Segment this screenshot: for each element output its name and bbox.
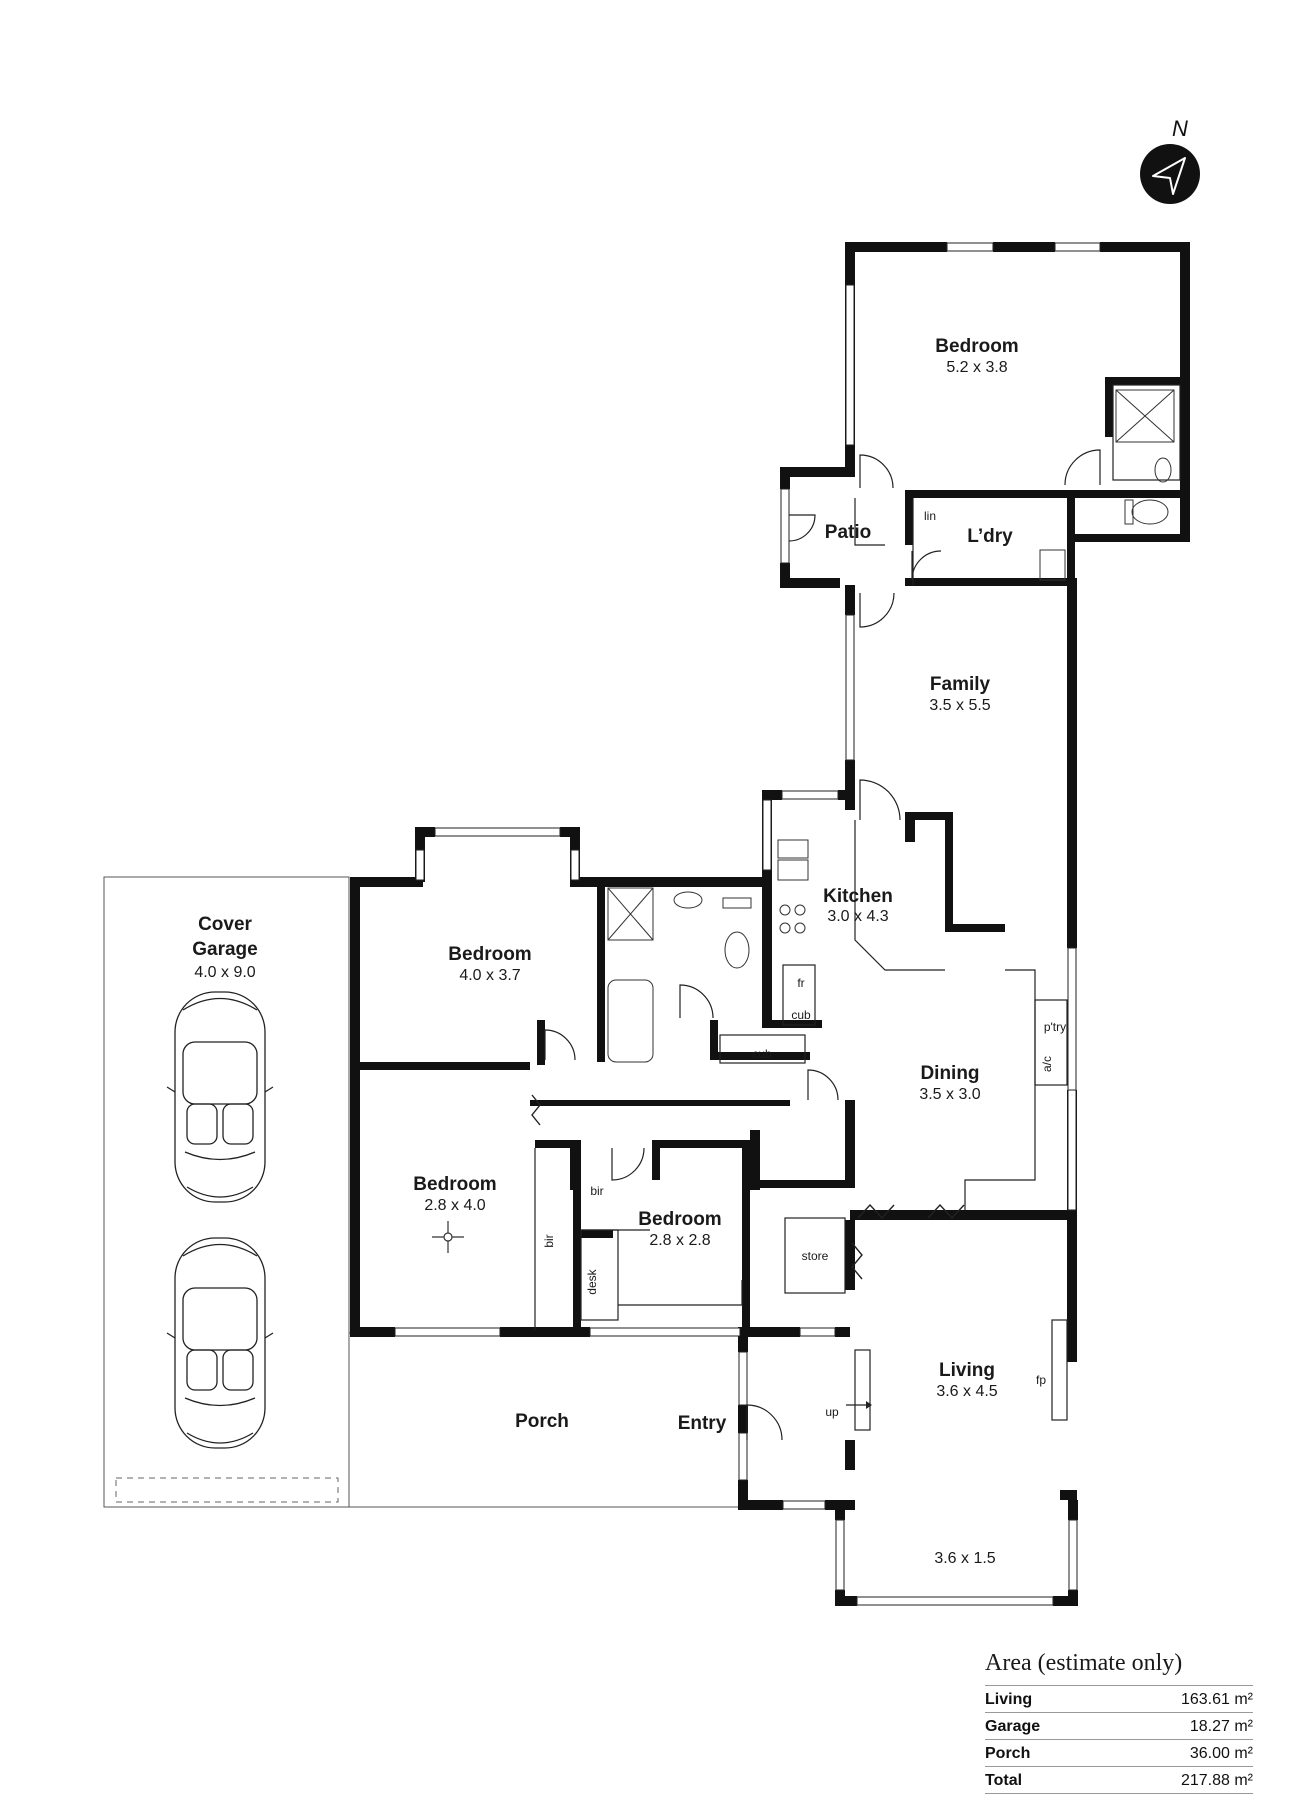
fixture-label: lin bbox=[924, 509, 936, 523]
area-value: 217.88 m² bbox=[1180, 1772, 1253, 1789]
room-dims: 4.0 x 3.7 bbox=[459, 967, 520, 984]
fixture-label: up bbox=[825, 1405, 839, 1419]
room-dims: 3.5 x 3.0 bbox=[919, 1086, 980, 1103]
room-name: Entry bbox=[678, 1413, 727, 1434]
room-name: Bedroom bbox=[413, 1174, 496, 1195]
area-row: Total 217.88 m² bbox=[985, 1766, 1253, 1794]
room-dims: 5.2 x 3.8 bbox=[946, 359, 1007, 376]
room-name: Patio bbox=[825, 522, 871, 543]
room-name: Bedroom bbox=[638, 1209, 721, 1230]
north-arrow-icon bbox=[1152, 157, 1186, 195]
fixture-label: store bbox=[802, 1249, 829, 1263]
stair-arrow-icon bbox=[846, 1401, 872, 1409]
fixture-label: bir bbox=[590, 1184, 603, 1198]
car-icon bbox=[166, 1237, 274, 1449]
fixture-label: fr bbox=[797, 976, 804, 990]
bifold-doors bbox=[531, 1094, 965, 1280]
fixture-label: desk bbox=[585, 1268, 599, 1294]
garage-area bbox=[103, 876, 350, 1508]
fixture-labels: lin fr cub cub p'try a/c bir bir desk st… bbox=[542, 509, 1066, 1419]
room-dims: 2.8 x 4.0 bbox=[424, 1197, 485, 1214]
doors bbox=[544, 449, 1101, 1441]
compass: N bbox=[1140, 116, 1200, 204]
room-name: Kitchen bbox=[823, 886, 893, 907]
car-icon bbox=[166, 991, 274, 1203]
room-name: Dining bbox=[920, 1063, 979, 1084]
area-table: Area (estimate only) Living 163.61 m² Ga… bbox=[985, 1650, 1253, 1794]
walls bbox=[350, 242, 1190, 1606]
room-dims: 3.0 x 4.3 bbox=[827, 908, 888, 925]
room-name: Living bbox=[939, 1360, 995, 1381]
room-dims: 3.5 x 5.5 bbox=[929, 697, 990, 714]
room-name: L’dry bbox=[967, 526, 1013, 547]
fixture-label: bir bbox=[542, 1234, 556, 1247]
fixture-label: p'try bbox=[1044, 1020, 1066, 1034]
fixture-label: cub bbox=[791, 1008, 811, 1022]
room-name: Garage bbox=[192, 939, 257, 960]
area-value: 163.61 m² bbox=[1180, 1691, 1253, 1708]
room-name: Cover bbox=[198, 914, 252, 935]
plumbing-fixtures bbox=[607, 389, 1175, 1063]
area-label: Total bbox=[985, 1772, 1023, 1789]
room-dims: 3.6 x 1.5 bbox=[934, 1550, 995, 1567]
windows bbox=[394, 242, 1101, 1606]
ceiling-fan-icon bbox=[432, 1221, 464, 1253]
room-name: Porch bbox=[515, 1411, 569, 1432]
fixture-label: fp bbox=[1036, 1373, 1046, 1387]
area-row: Garage 18.27 m² bbox=[985, 1712, 1253, 1739]
area-value: 18.27 m² bbox=[1189, 1718, 1253, 1735]
room-name: Family bbox=[930, 674, 991, 695]
area-label: Porch bbox=[985, 1745, 1031, 1762]
room-dims: 4.0 x 9.0 bbox=[194, 964, 255, 981]
area-value: 36.00 m² bbox=[1189, 1745, 1253, 1762]
area-label: Garage bbox=[985, 1718, 1041, 1735]
room-labels: Bedroom 5.2 x 3.8 Patio L’dry Family 3.5… bbox=[192, 336, 1018, 1567]
area-label: Living bbox=[985, 1691, 1033, 1708]
room-dims: 2.8 x 2.8 bbox=[649, 1232, 710, 1249]
area-row: Porch 36.00 m² bbox=[985, 1739, 1253, 1766]
area-table-title: Area (estimate only) bbox=[985, 1650, 1183, 1676]
area-row: Living 163.61 m² bbox=[985, 1685, 1253, 1712]
room-name: Bedroom bbox=[448, 944, 531, 965]
room-dims: 3.6 x 4.5 bbox=[936, 1383, 997, 1400]
fixture-label: cub bbox=[752, 1047, 772, 1061]
compass-label: N bbox=[1172, 116, 1188, 141]
fixture-label: a/c bbox=[1040, 1056, 1054, 1072]
room-name: Bedroom bbox=[935, 336, 1018, 357]
